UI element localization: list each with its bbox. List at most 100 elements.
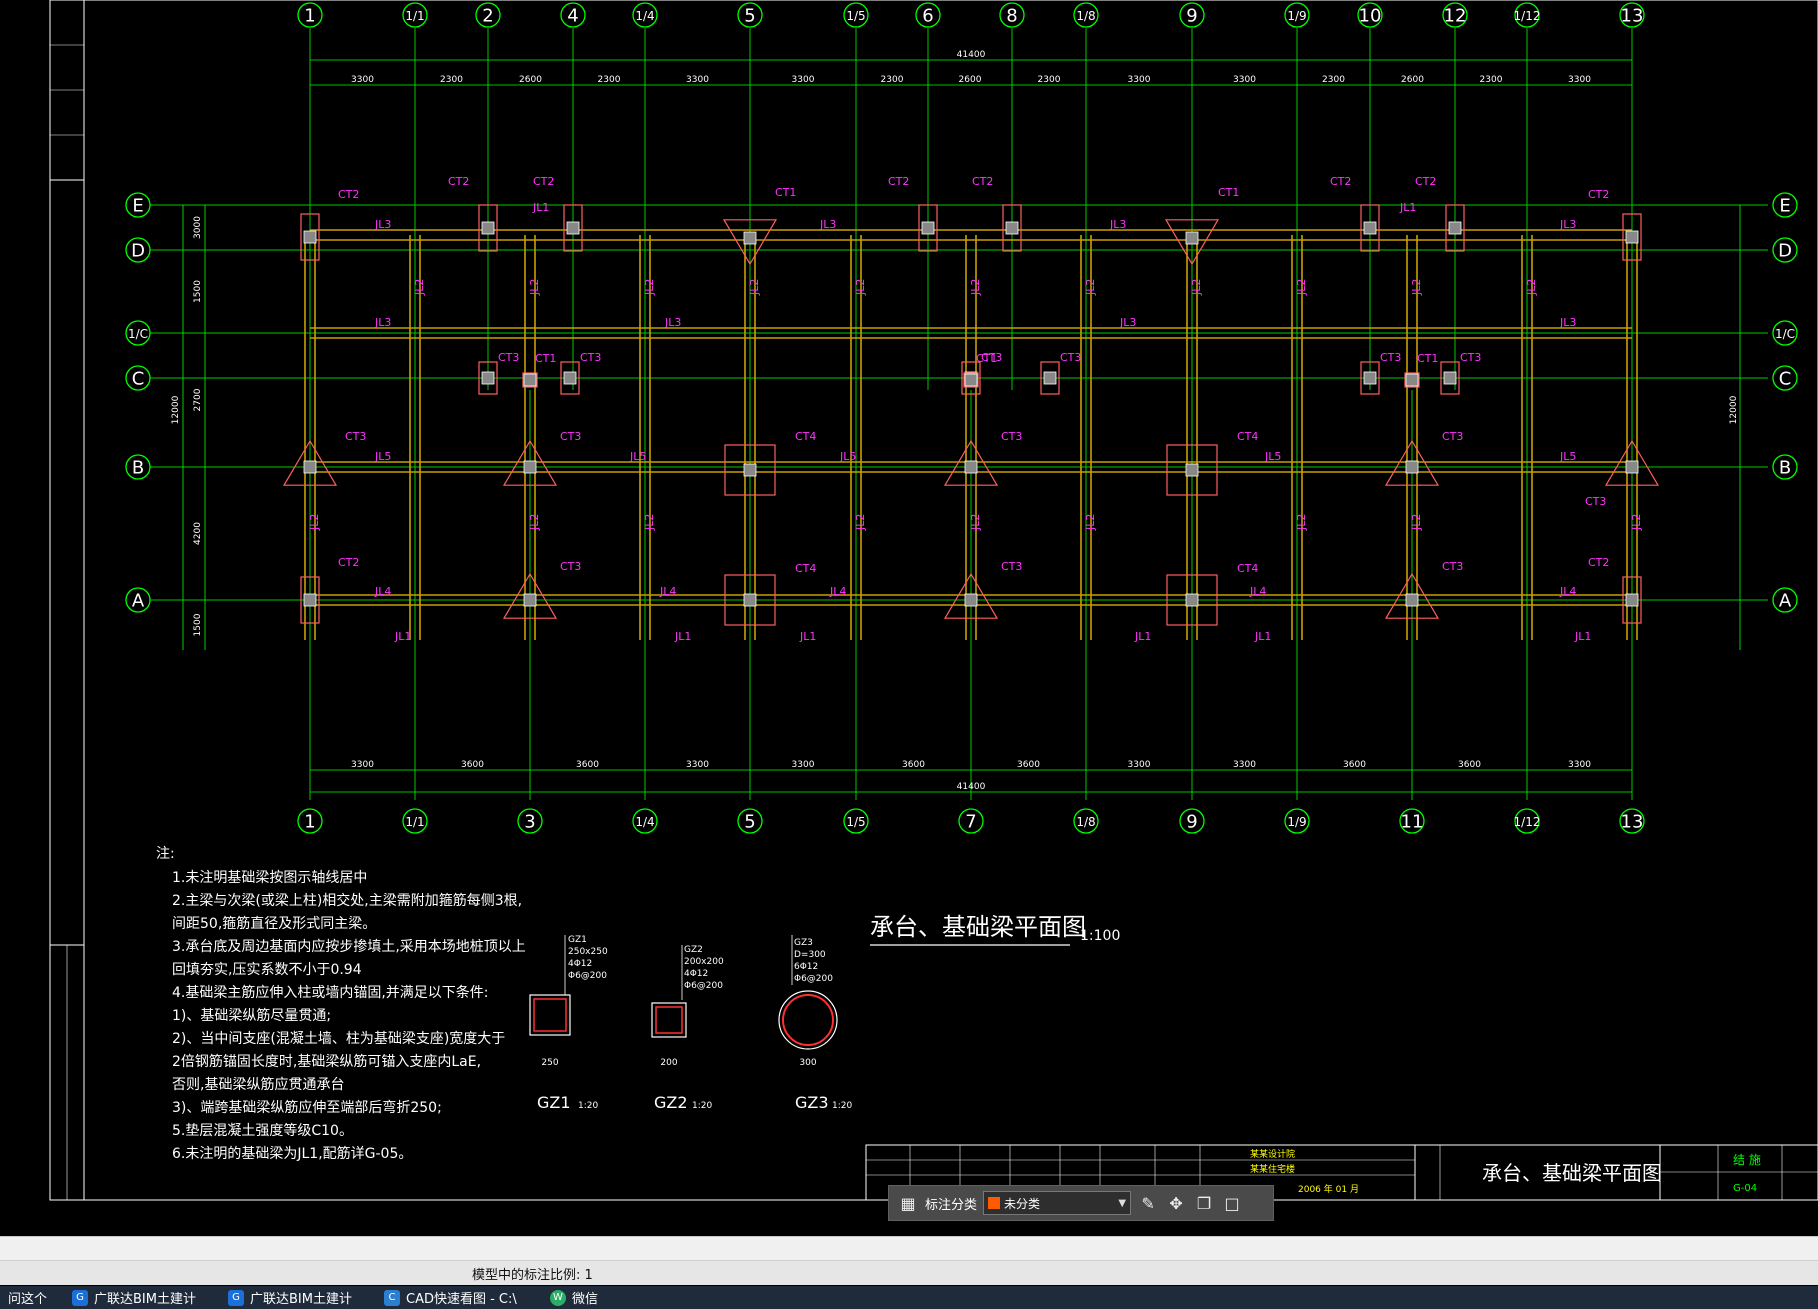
grid-icon[interactable]: ▦ bbox=[900, 1193, 916, 1213]
top-dim: 2600 bbox=[959, 75, 982, 85]
tb-discipline: 结 施 bbox=[1733, 1153, 1761, 1167]
svg-text:CT2: CT2 bbox=[448, 175, 469, 188]
beam-label: JL5 bbox=[374, 450, 391, 463]
right-total-dim: 12000 bbox=[1729, 395, 1739, 424]
svg-text:9: 9 bbox=[1186, 6, 1197, 27]
gz1-spec2: 4Φ12 bbox=[568, 959, 592, 969]
beam-label: JL4 bbox=[829, 585, 846, 598]
gz1-spec1: 250x250 bbox=[568, 947, 608, 957]
beam-label-vertical: JL2 bbox=[413, 279, 426, 296]
top-dim: 2300 bbox=[1480, 75, 1503, 85]
svg-text:5: 5 bbox=[744, 812, 755, 833]
beam-label-vertical: JL2 bbox=[1190, 279, 1203, 296]
svg-text:CT2: CT2 bbox=[1415, 175, 1436, 188]
taskbar-item-wechat[interactable]: W 微信 bbox=[542, 1286, 638, 1309]
left-dim: 1500 bbox=[193, 280, 203, 303]
axis-bubble-bottom: 1/1 bbox=[402, 808, 428, 834]
beam-label: JL1 bbox=[1574, 630, 1591, 643]
pile-cap-triangular: CT1 bbox=[1164, 186, 1239, 266]
taskbar-item-glodon-2[interactable]: G 广联达BIM土建计 bbox=[220, 1286, 376, 1309]
note-line: 3)、端跨基础梁纵筋应伸至端部后弯折250; bbox=[172, 1099, 442, 1116]
category-label: 标注分类 bbox=[925, 1197, 978, 1213]
svg-text:13: 13 bbox=[1621, 812, 1644, 833]
svg-text:CT1: CT1 bbox=[1417, 352, 1438, 365]
bottom-dim: 3300 bbox=[1128, 760, 1151, 770]
taskbar-item-label: 微信 bbox=[572, 1292, 599, 1307]
taskbar-item-glodon-1[interactable]: G 广联达BIM土建计 bbox=[64, 1286, 220, 1309]
beam-label: JL1 bbox=[1254, 630, 1271, 643]
svg-text:CT3: CT3 bbox=[560, 560, 581, 573]
annotation-toolbar: ▦ 标注分类 未分类 ▼ ✎ ✥ ❐ □ bbox=[888, 1185, 1274, 1221]
top-dim: 3300 bbox=[1568, 75, 1591, 85]
top-dim: 3300 bbox=[1233, 75, 1256, 85]
axis-bubble-row: D bbox=[125, 237, 151, 263]
svg-text:D: D bbox=[1778, 241, 1792, 262]
pile-cap: CT2 bbox=[1588, 188, 1642, 261]
axis-bubble-row: B bbox=[1772, 454, 1798, 480]
axis-bubble-top: 10 bbox=[1357, 2, 1383, 28]
bottom-dim: 3300 bbox=[351, 760, 374, 770]
svg-text:13: 13 bbox=[1621, 6, 1644, 27]
svg-text:2: 2 bbox=[482, 6, 493, 27]
gz2-width-dim: 200 bbox=[660, 1058, 677, 1068]
top-dim: 3300 bbox=[686, 75, 709, 85]
pile-cap-triangular: CT3 bbox=[282, 430, 366, 486]
axis-bubble-bottom: 7 bbox=[958, 808, 984, 834]
title-block: 某某设计院 某某住宅楼 2006 年 01 月 承台、基础梁平面图 结 施 G-… bbox=[865, 1144, 1818, 1201]
gz2-name-label: GZ2 bbox=[684, 945, 703, 955]
move-icon[interactable]: ✥ bbox=[1169, 1193, 1183, 1213]
note-line: 否则,基础梁纵筋应贯通承台 bbox=[172, 1076, 344, 1093]
edit-icon[interactable]: ✎ bbox=[1141, 1193, 1155, 1213]
beam-label: JL4 bbox=[1249, 585, 1266, 598]
pile-cap: CT2 bbox=[888, 175, 938, 252]
beam-label: JL3 bbox=[374, 218, 391, 231]
gz2-detail-title: GZ2 bbox=[654, 1093, 688, 1112]
copy-icon[interactable]: ❐ bbox=[1196, 1193, 1212, 1213]
svg-text:CT3: CT3 bbox=[580, 351, 601, 364]
svg-text:B: B bbox=[132, 458, 144, 479]
top-dim: 2300 bbox=[1038, 75, 1061, 85]
pile-cap-triangular: CT3 bbox=[943, 560, 1022, 619]
svg-text:CT1: CT1 bbox=[1218, 186, 1239, 199]
pile-cap: CT1 bbox=[522, 352, 556, 388]
pile-cap: CT1 bbox=[963, 352, 997, 388]
axis-bubble-row: 1/C bbox=[125, 320, 151, 346]
beam-label: JL1 bbox=[394, 630, 411, 643]
axis-bubble-top: 1/8 bbox=[1073, 2, 1099, 28]
svg-text:CT1: CT1 bbox=[775, 186, 796, 199]
bottom-dim: 3300 bbox=[1568, 760, 1591, 770]
svg-text:C: C bbox=[1779, 369, 1792, 390]
beam-label: JL3 bbox=[664, 316, 681, 329]
beam-label-vertical: JL2 bbox=[1084, 514, 1097, 531]
beam-label-vertical: JL2 bbox=[528, 514, 541, 531]
svg-text:C: C bbox=[132, 369, 145, 390]
beam-label-vertical: JL2 bbox=[854, 279, 867, 296]
beam-label-vertical: JL2 bbox=[643, 514, 656, 531]
pile-cap: CT2 bbox=[300, 188, 359, 261]
pile-cap-triangular: CT3 bbox=[943, 430, 1022, 486]
tb-sheet-no: G-04 bbox=[1733, 1183, 1757, 1194]
beam-label: JL3 bbox=[819, 218, 836, 231]
taskbar-item-label: CAD快速看图 - C:\ bbox=[406, 1292, 517, 1307]
beam-label: JL3 bbox=[1559, 316, 1576, 329]
left-dim: 2700 bbox=[193, 388, 203, 411]
pile-cap-triangular: CT3 bbox=[502, 560, 581, 619]
bottom-dim: 3600 bbox=[1017, 760, 1040, 770]
taskbar-search[interactable]: 问这个 bbox=[0, 1286, 64, 1309]
beam-label-vertical: JL2 bbox=[308, 514, 321, 531]
bottom-dim: 3600 bbox=[1343, 760, 1366, 770]
beam-label: JL5 bbox=[839, 450, 856, 463]
taskbar-item-cad-viewer[interactable]: C CAD快速看图 - C:\ bbox=[376, 1286, 542, 1309]
tb-company: 某某设计院 bbox=[1250, 1148, 1295, 1160]
top-dim: 3300 bbox=[1128, 75, 1151, 85]
axis-bubble-top: 1/1 bbox=[402, 2, 428, 28]
column-detail-gz1: GZ1 250x250 4Φ12 Φ6@200 250 GZ1 1:20 bbox=[529, 935, 608, 1112]
cad-icon: C bbox=[384, 1289, 400, 1306]
svg-text:CT3: CT3 bbox=[1442, 560, 1463, 573]
beam-label: JL1 bbox=[799, 630, 816, 643]
paste-icon[interactable]: □ bbox=[1224, 1193, 1240, 1213]
category-select[interactable]: 未分类 ▼ bbox=[983, 1191, 1132, 1215]
svg-text:1/4: 1/4 bbox=[635, 9, 654, 23]
